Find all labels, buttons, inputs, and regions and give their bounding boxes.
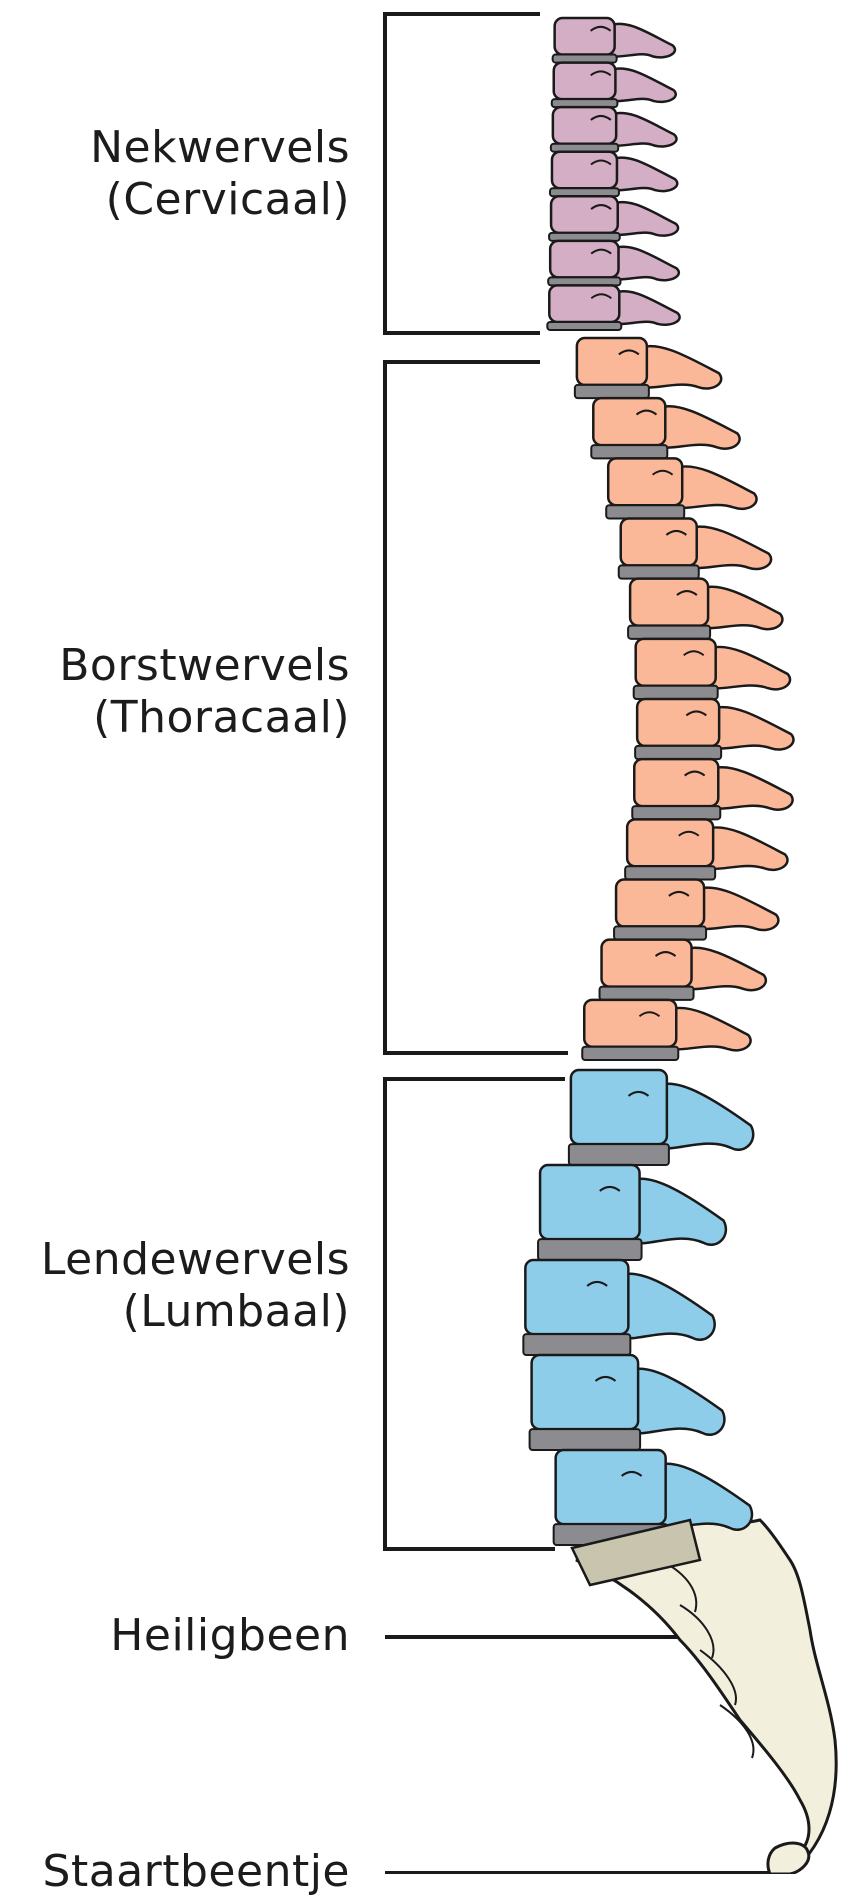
vertebral-process xyxy=(613,247,679,281)
coccyx-bone xyxy=(768,1843,809,1874)
vertebra-nekwervels-2 xyxy=(552,63,676,108)
intervertebral-disc xyxy=(628,626,710,639)
intervertebral-disc xyxy=(523,1334,630,1355)
vertebral-process xyxy=(686,948,766,990)
intervertebral-disc xyxy=(625,866,715,879)
vertebral-body xyxy=(636,639,716,686)
vertebral-process xyxy=(612,202,678,236)
vertebral-body xyxy=(550,241,618,278)
vertebral-body xyxy=(602,940,692,987)
vertebral-process xyxy=(710,647,790,689)
intervertebral-disc xyxy=(632,806,720,819)
vertebral-process xyxy=(698,888,778,930)
vertebral-process xyxy=(610,113,676,147)
vertebra-lendewervels-1 xyxy=(569,1070,753,1165)
vertebral-process xyxy=(659,406,739,448)
vertebra-borstwervels-11 xyxy=(600,940,766,1000)
cervical-bracket xyxy=(385,14,540,333)
vertebral-body xyxy=(627,819,713,866)
vertebral-process xyxy=(632,1369,724,1435)
vertebra-nekwervels-6 xyxy=(548,241,679,286)
intervertebral-disc xyxy=(606,505,684,518)
intervertebral-disc xyxy=(600,987,694,1000)
vertebra-lendewervels-4 xyxy=(530,1355,725,1450)
vertebra-borstwervels-1 xyxy=(575,338,721,398)
vertebral-body xyxy=(634,759,718,806)
vertebral-process xyxy=(634,1179,726,1245)
vertebra-lendewervels-3 xyxy=(523,1260,714,1355)
vertebral-body xyxy=(593,398,665,445)
vertebral-process xyxy=(622,1274,714,1340)
vertebra-nekwervels-5 xyxy=(549,196,678,241)
vertebral-body xyxy=(630,579,708,626)
vertebral-body xyxy=(549,285,619,322)
vertebral-body xyxy=(555,18,615,55)
vertebra-borstwervels-5 xyxy=(628,579,782,639)
vertebral-process xyxy=(713,707,793,749)
vertebra-nekwervels-4 xyxy=(550,152,677,197)
vertebra-lendewervels-2 xyxy=(538,1165,726,1260)
vertebral-body xyxy=(571,1070,667,1144)
vertebral-body xyxy=(577,338,647,385)
vertebral-body xyxy=(525,1260,628,1334)
vertebra-borstwervels-2 xyxy=(591,398,739,458)
vertebra-borstwervels-7 xyxy=(635,699,793,759)
vertebral-body xyxy=(553,107,616,144)
vertebra-nekwervels-1 xyxy=(553,18,675,63)
vertebral-body xyxy=(551,196,618,233)
vertebra-nekwervels-7 xyxy=(547,285,679,330)
intervertebral-disc xyxy=(538,1239,642,1260)
vertebral-process xyxy=(676,466,756,508)
vertebral-body xyxy=(637,699,719,746)
vertebral-process xyxy=(702,587,782,629)
vertebral-body xyxy=(540,1165,640,1239)
vertebra-borstwervels-3 xyxy=(606,458,756,518)
vertebral-process xyxy=(707,827,787,869)
vertebral-process xyxy=(712,767,792,809)
vertebral-body xyxy=(556,1450,666,1524)
vertebral-process xyxy=(611,158,677,192)
vertebral-process xyxy=(691,527,771,569)
vertebral-process xyxy=(661,1084,753,1150)
vertebral-process xyxy=(609,68,675,102)
intervertebral-disc xyxy=(530,1429,641,1450)
vertebral-body xyxy=(552,152,617,189)
vertebral-body xyxy=(584,1000,676,1047)
vertebral-body xyxy=(616,880,704,927)
intervertebral-disc xyxy=(582,1047,678,1060)
vertebral-body xyxy=(608,458,682,505)
vertebra-borstwervels-10 xyxy=(614,880,778,940)
vertebral-process xyxy=(613,291,679,325)
intervertebral-disc xyxy=(634,686,718,699)
vertebra-borstwervels-4 xyxy=(619,519,771,579)
vertebral-process xyxy=(670,1008,750,1050)
vertebral-body xyxy=(554,63,616,100)
vertebral-process xyxy=(641,346,721,388)
vertebral-body xyxy=(532,1355,639,1429)
intervertebral-disc xyxy=(619,565,699,578)
vertebral-process xyxy=(609,24,675,58)
intervertebral-disc xyxy=(547,322,621,330)
intervertebral-disc xyxy=(614,926,706,939)
vertebra-borstwervels-6 xyxy=(634,639,790,699)
intervertebral-disc xyxy=(635,746,721,759)
intervertebral-disc xyxy=(591,445,667,458)
vertebra-nekwervels-3 xyxy=(551,107,677,152)
intervertebral-disc xyxy=(575,385,649,398)
vertebral-process xyxy=(660,1464,752,1530)
vertebra-borstwervels-8 xyxy=(632,759,792,819)
vertebral-body xyxy=(621,519,697,566)
vertebra-borstwervels-12 xyxy=(582,1000,750,1060)
vertebral-column xyxy=(523,18,793,1585)
thoracic-bracket xyxy=(385,362,568,1053)
intervertebral-disc xyxy=(569,1144,669,1165)
vertebra-borstwervels-9 xyxy=(625,819,787,879)
